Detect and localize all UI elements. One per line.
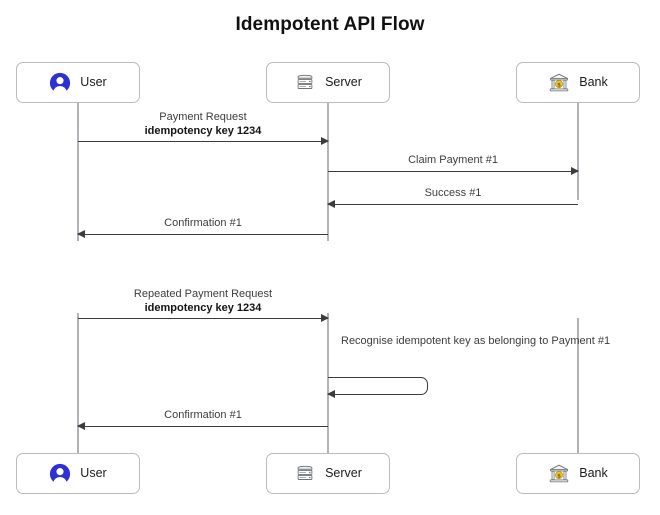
label-line-2: idempotency key 1234 xyxy=(144,302,262,314)
lifeline-bank-bottom xyxy=(577,318,579,453)
label-payment-request: Payment Request idempotency key 1234 xyxy=(78,110,328,138)
participant-server-bottom[interactable]: Server xyxy=(266,453,390,494)
participant-server-top[interactable]: Server xyxy=(266,62,390,103)
arrowhead-right-icon xyxy=(321,137,329,146)
participant-label: User xyxy=(80,75,107,90)
lifeline-user-bottom xyxy=(77,313,79,453)
label-line-1: Payment Request xyxy=(159,111,247,123)
lifeline-user-top xyxy=(77,100,79,241)
label-success: Success #1 xyxy=(328,186,578,200)
message-recognise-self-return xyxy=(327,390,335,399)
lifeline-server-bottom xyxy=(327,313,329,453)
label-repeated-payment-request: Repeated Payment Request idempotency key… xyxy=(78,287,328,315)
label-line-1: Repeated Payment Request xyxy=(133,288,273,300)
svg-text:$: $ xyxy=(557,473,561,479)
message-payment-request xyxy=(78,137,329,146)
participant-label: Server xyxy=(325,75,362,90)
label-line-1: Recognise idempotent key xyxy=(341,335,471,347)
label-line-1: Confirmation #1 xyxy=(164,409,242,421)
participant-label: User xyxy=(80,466,107,481)
lifeline-server-top xyxy=(327,100,329,241)
participant-label: Server xyxy=(325,466,362,481)
label-line-1: Claim Payment #1 xyxy=(408,154,498,166)
lifeline-bank-top xyxy=(577,100,579,200)
svg-text:$: $ xyxy=(557,82,561,88)
label-recognise-idempotent-key: Recognise idempotent key as belonging to… xyxy=(341,334,610,348)
server-rack-icon xyxy=(294,463,316,485)
page-title: Idempotent API Flow xyxy=(235,14,425,35)
participant-user-bottom[interactable]: User xyxy=(16,453,140,494)
arrowhead-left-icon xyxy=(327,390,335,399)
participant-bank-bottom[interactable]: $ Bank xyxy=(516,453,640,494)
label-line-2: as belonging to Payment #1 xyxy=(473,335,611,347)
bank-building-icon: $ xyxy=(548,72,570,94)
user-avatar-icon xyxy=(49,463,71,485)
message-confirmation-2 xyxy=(77,422,328,431)
label-line-1: Confirmation #1 xyxy=(164,217,242,229)
arrowhead-left-icon xyxy=(327,200,335,209)
label-claim-payment: Claim Payment #1 xyxy=(328,153,578,167)
message-confirmation-1 xyxy=(77,230,328,239)
label-confirmation-2: Confirmation #1 xyxy=(78,408,328,422)
label-line-1: Success #1 xyxy=(424,187,482,199)
message-success xyxy=(327,200,578,209)
label-line-2: idempotency key 1234 xyxy=(144,125,262,137)
arrowhead-right-icon xyxy=(321,314,329,323)
participant-user-top[interactable]: User xyxy=(16,62,140,103)
server-rack-icon xyxy=(294,72,316,94)
arrowhead-left-icon xyxy=(77,422,85,431)
self-message-loop xyxy=(328,377,428,395)
user-avatar-icon xyxy=(49,72,71,94)
participant-label: Bank xyxy=(579,466,608,481)
participant-label: Bank xyxy=(579,75,608,90)
arrowhead-right-icon xyxy=(571,167,579,176)
message-repeated-payment-request xyxy=(78,314,329,323)
message-claim-payment xyxy=(328,167,579,176)
bank-building-icon: $ xyxy=(548,463,570,485)
label-confirmation-1: Confirmation #1 xyxy=(78,216,328,230)
arrowhead-left-icon xyxy=(77,230,85,239)
participant-bank-top[interactable]: $ Bank xyxy=(516,62,640,103)
